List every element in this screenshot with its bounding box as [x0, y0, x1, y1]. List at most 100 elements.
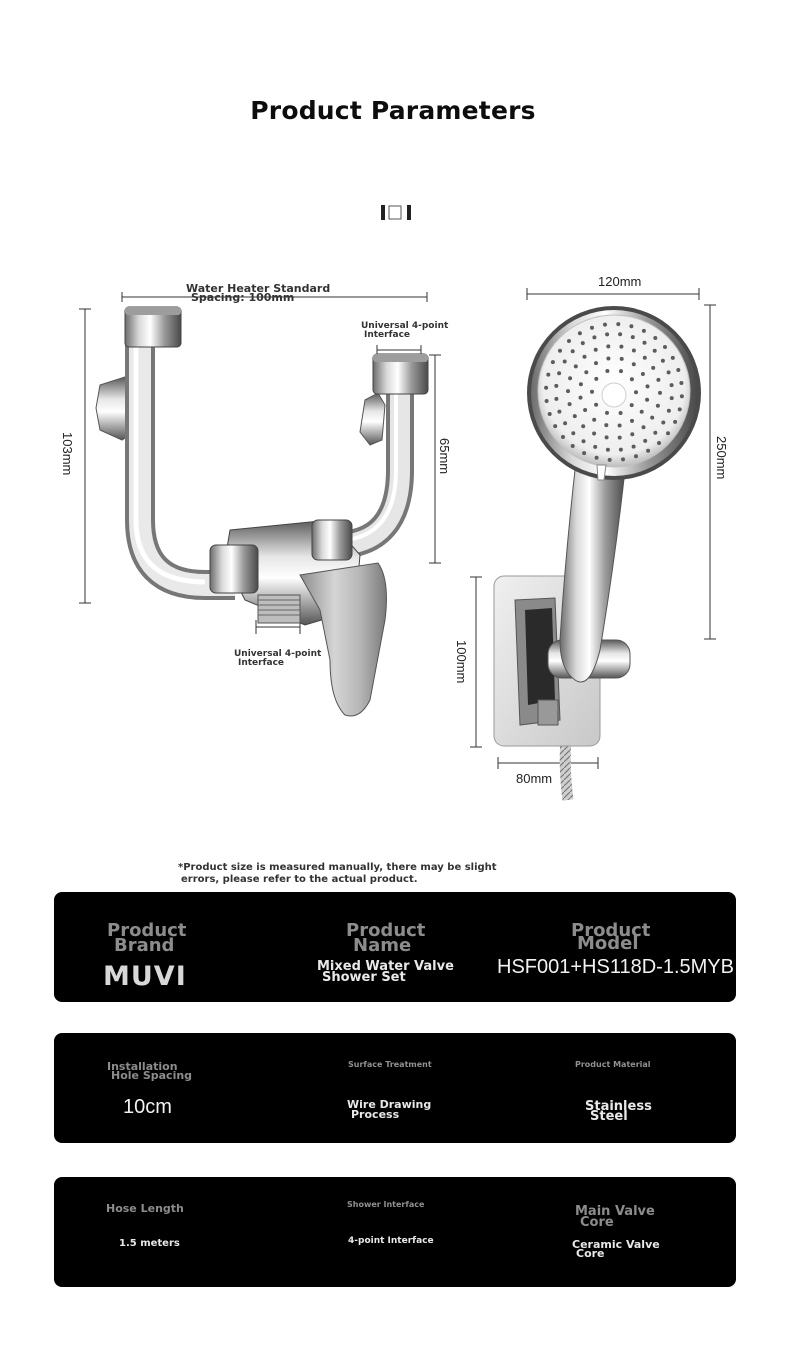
hand-shower-illustration [493, 306, 701, 801]
spray-hole [679, 394, 684, 399]
spray-hole [562, 359, 567, 364]
spray-hole [544, 399, 549, 403]
spray-hole [646, 448, 651, 453]
measurement-note: *Product size is measured manually, ther… [178, 862, 497, 886]
shower-interface-value: 4-point Interface [348, 1236, 434, 1246]
valve-core-label-line1: Main Valve [575, 1204, 655, 1219]
surface-treatment-value-line1: Wire Drawing [347, 1098, 432, 1111]
spray-hole [544, 385, 549, 390]
spray-hole [553, 424, 558, 429]
spray-hole [563, 421, 568, 426]
spray-hole [653, 336, 658, 340]
hole-spacing-label-line1: Installation [107, 1060, 178, 1073]
spray-hole [580, 341, 585, 346]
spray-hole [578, 395, 583, 400]
spray-hole [666, 408, 671, 413]
model-value: HSF001+HS118D-1.5MYB [497, 956, 734, 978]
spray-hole [629, 403, 634, 408]
spray-hole [663, 345, 667, 349]
spray-hole [568, 376, 573, 381]
head-height-label: 250mm [714, 436, 729, 480]
shower-dimension-lines [470, 288, 716, 769]
spray-hole [603, 322, 607, 327]
name-value-line1: Mixed Water Valve [317, 959, 454, 974]
top-interface-label-line1: Universal 4-point [361, 321, 449, 331]
model-label-line2: Model [577, 933, 639, 954]
spray-hole [677, 407, 682, 412]
spray-hole [642, 340, 647, 345]
spray-hole [645, 384, 650, 389]
valve-core-value-line1: Ceramic Valve [572, 1238, 660, 1251]
head-width-label: 120mm [598, 274, 642, 289]
spray-hole [618, 447, 623, 452]
mixing-valve-illustration [95, 306, 429, 717]
spray-hole [657, 441, 661, 445]
name-label-line2: Name [353, 935, 412, 956]
spray-hole [679, 381, 684, 385]
spray-hole [594, 455, 599, 460]
spray-hole [652, 348, 657, 353]
spray-hole [645, 397, 650, 402]
name-label-line1: Product [346, 920, 426, 941]
spray-hole [581, 424, 586, 429]
spec-panel-row2: Installation Hole Spacing 10cm Surface T… [54, 1033, 736, 1143]
spray-hole [640, 372, 645, 376]
spray-hole [572, 414, 577, 419]
spray-hole [567, 402, 572, 407]
spray-hole [619, 369, 623, 374]
spray-hole [618, 332, 623, 337]
spray-hole [583, 408, 588, 412]
spray-hole [653, 430, 658, 435]
spray-hole [661, 420, 666, 425]
spray-hole [669, 383, 674, 388]
product-diagram [79, 288, 716, 801]
spray-hole [605, 369, 610, 373]
bottom-interface-label-line2: Interface [238, 658, 285, 668]
shower-interface-label: Shower Interface [347, 1200, 425, 1209]
hole-spacing-value: 10cm [123, 1096, 172, 1118]
spray-hole [641, 425, 646, 430]
spray-hole [573, 364, 578, 369]
spray-hole [670, 355, 675, 360]
spray-hole [567, 339, 571, 343]
pipe-height-label: 65mm [437, 438, 452, 475]
hose-length-value: 1.5 meters [119, 1238, 180, 1249]
surface-treatment-label: Surface Treatment [348, 1060, 432, 1069]
spray-hole [607, 457, 612, 462]
spray-hole [566, 389, 570, 394]
top-interface-label-line2: Interface [364, 330, 411, 340]
spacing-label-line1: Water Heater Standard [186, 282, 331, 295]
spray-hole [577, 331, 582, 336]
spray-hole [578, 382, 583, 387]
measurement-note-line2: errors, please refer to the actual produ… [181, 874, 418, 885]
spray-hole [547, 412, 552, 416]
spray-hole [631, 348, 636, 353]
spray-hole [557, 409, 562, 414]
spray-hole [631, 362, 636, 367]
spray-hole [619, 356, 624, 361]
spray-hole [669, 396, 674, 401]
holder-width-label: 80mm [516, 771, 553, 786]
spray-hole [606, 344, 611, 349]
spray-hole [546, 372, 551, 377]
spray-hole [642, 355, 647, 360]
spray-hole [571, 431, 576, 436]
spray-hole [557, 371, 562, 376]
spray-hole [617, 435, 622, 440]
spray-hole [630, 335, 635, 340]
surface-treatment-value-line2: Process [351, 1108, 400, 1121]
spray-hole [666, 431, 670, 436]
spec-panel-row1: Product Brand MUVI Product Name Mixed Wa… [54, 892, 736, 1002]
spray-hole [673, 419, 678, 424]
spray-hole [570, 349, 575, 354]
model-label-line1: Product [571, 920, 651, 941]
spray-hole [590, 325, 594, 330]
measurement-note-line1: *Product size is measured manually, ther… [178, 862, 497, 873]
spray-hole [606, 356, 611, 361]
spacing-label-line2: Spacing: 100mm [191, 291, 295, 304]
spray-hole [634, 390, 638, 395]
spray-hole [605, 332, 610, 337]
spray-hole [643, 438, 648, 443]
spray-hole [604, 423, 609, 428]
brand-label-line1: Product [107, 920, 187, 941]
